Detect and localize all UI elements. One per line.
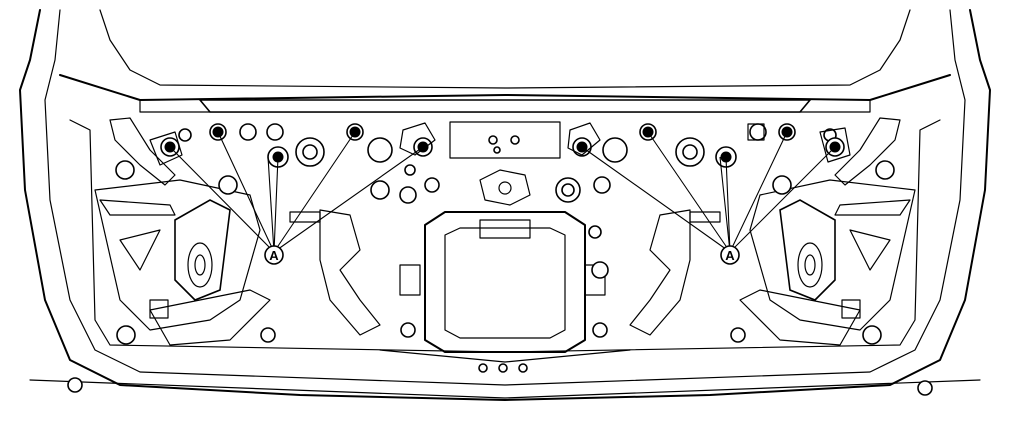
callout-a-left-label: A [269, 248, 279, 263]
right-leader-lines [581, 131, 836, 253]
right-inner-structure [629, 117, 916, 346]
callout-a-right-label: A [725, 248, 735, 263]
left-inner-structure [94, 117, 381, 346]
left-fasteners [149, 122, 436, 168]
outer-frame [19, 9, 991, 401]
center-structure [379, 121, 631, 363]
left-leader-lines [169, 131, 424, 253]
callout-a-right: A [720, 245, 740, 265]
callout-a-left: A [264, 245, 284, 265]
holes [67, 123, 933, 396]
